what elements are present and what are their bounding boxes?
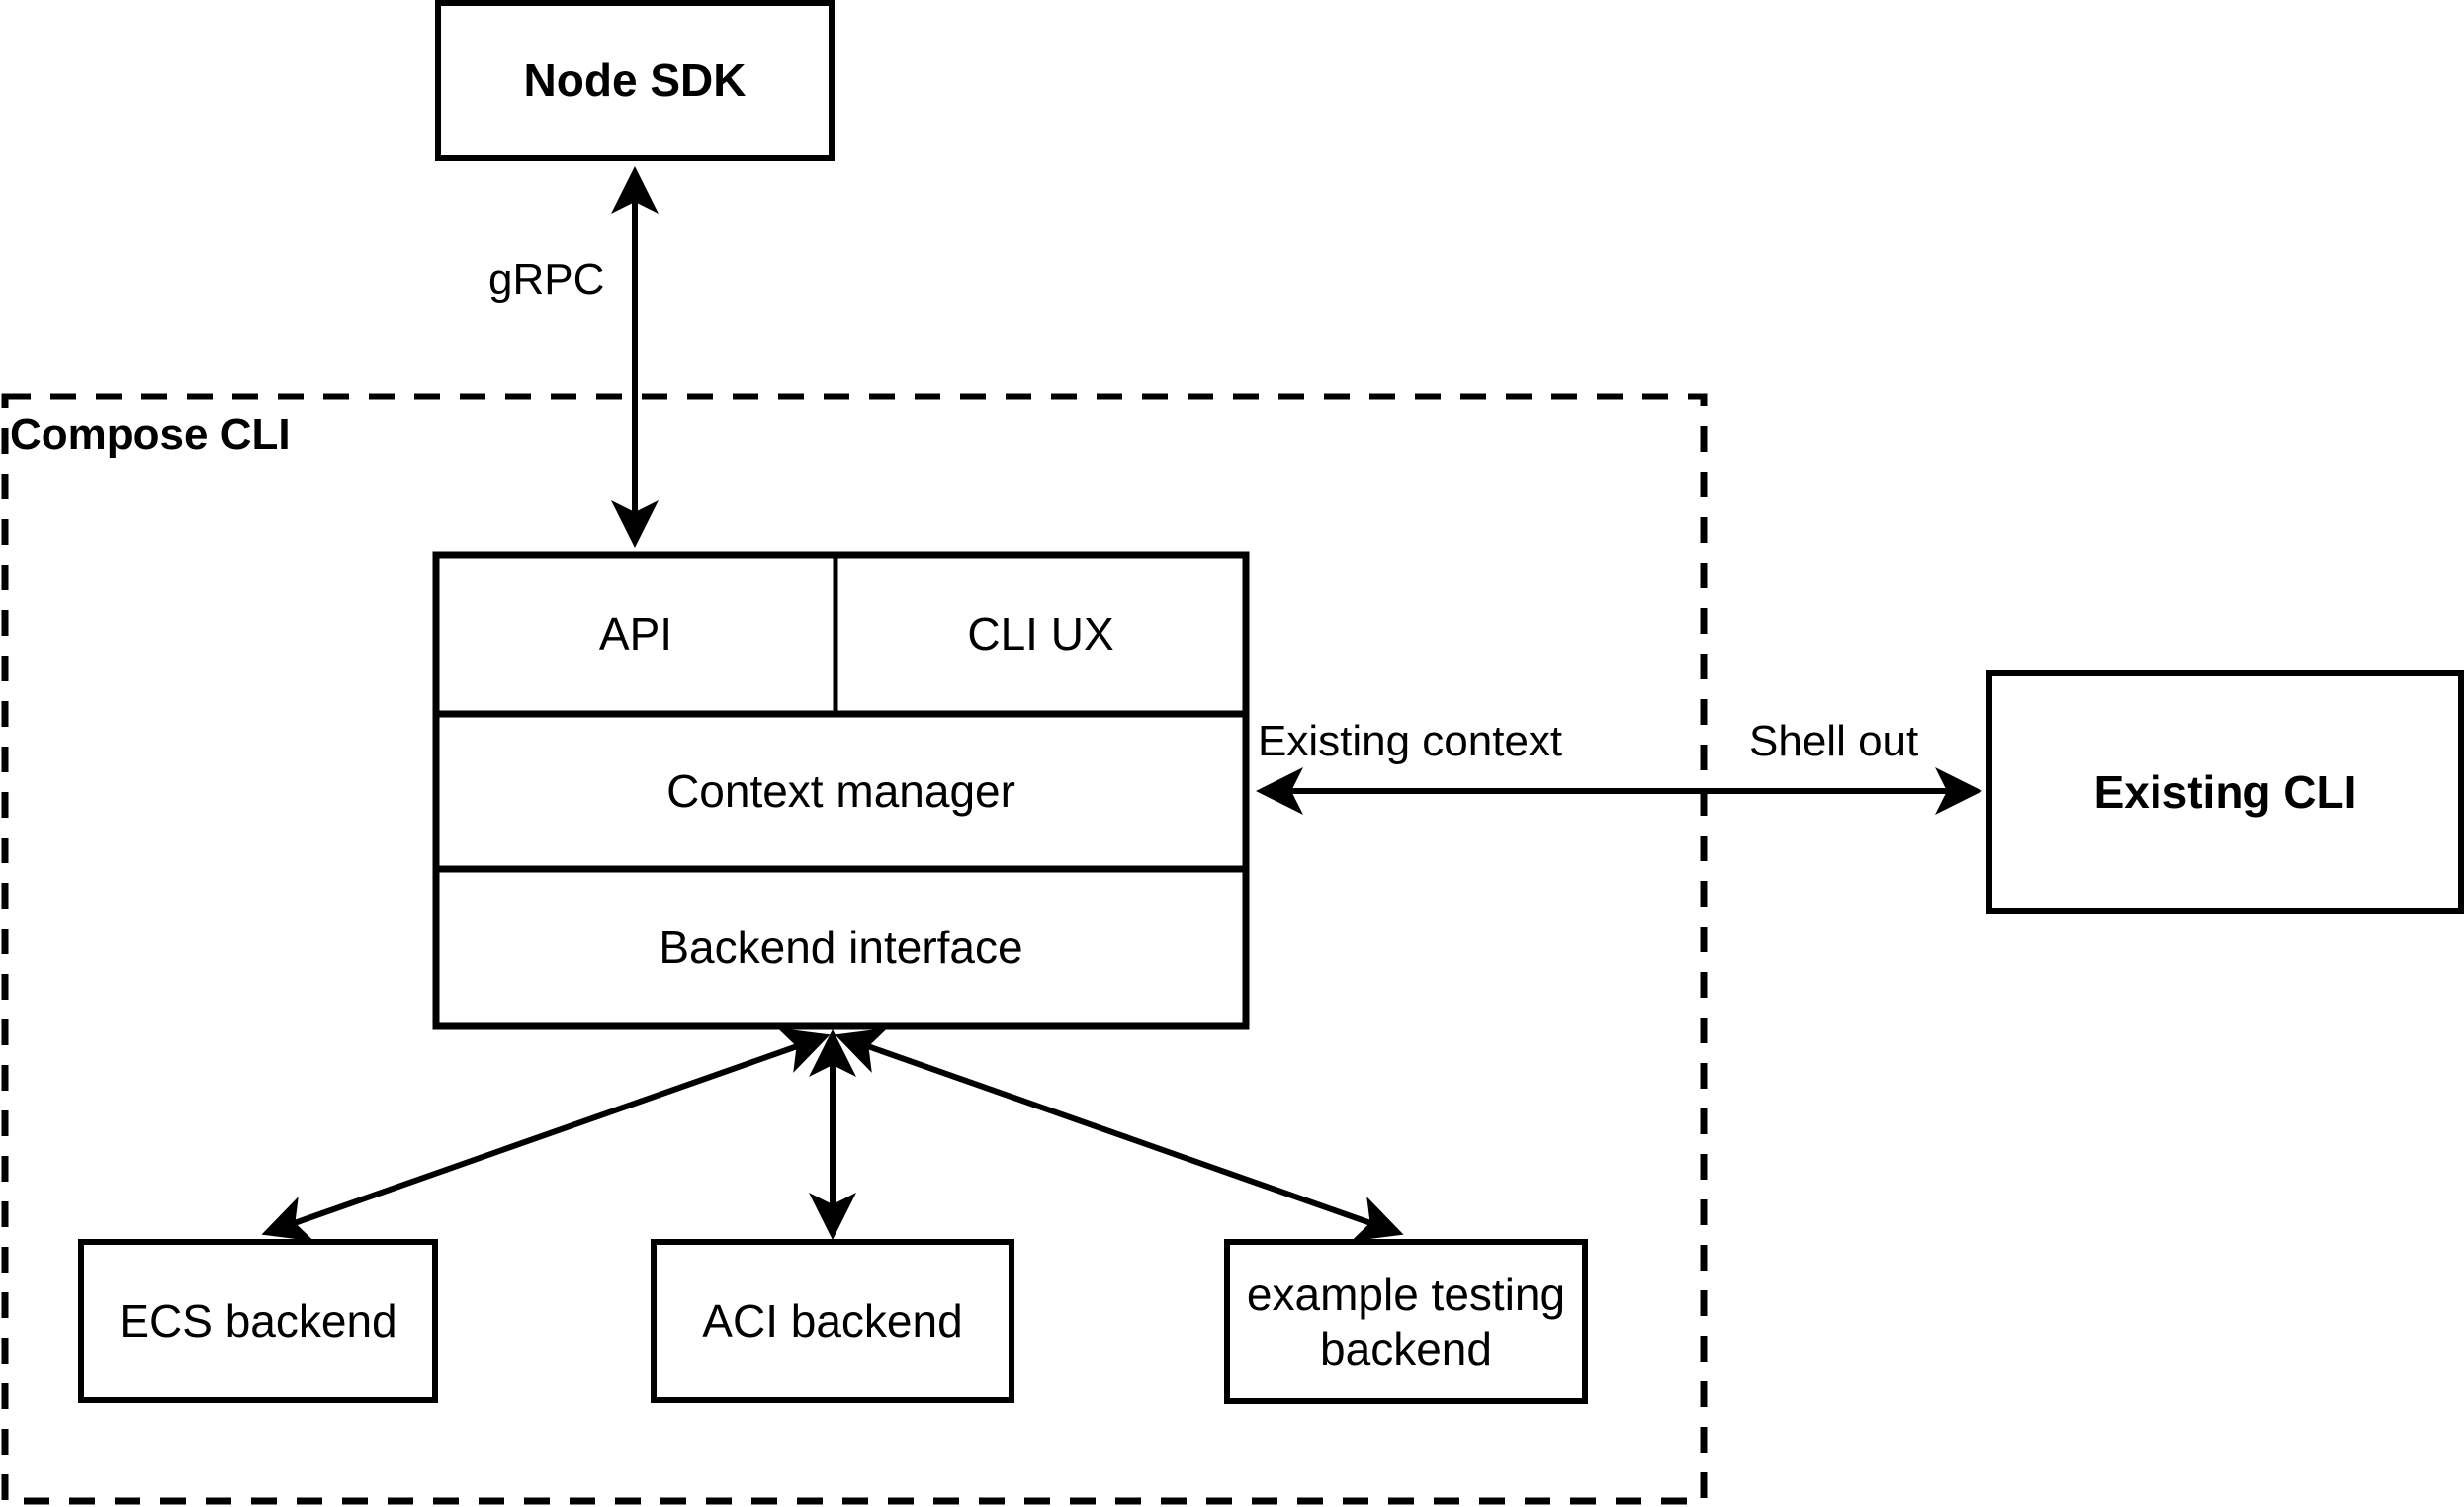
existing-cli-box[interactable]: [1986, 670, 2464, 914]
example-testing-backend-box[interactable]: [1224, 1239, 1588, 1404]
ecs-backend-box[interactable]: [78, 1239, 438, 1403]
backend-to-ecs-arrow: [261, 1027, 831, 1242]
backend-to-example-arrow: [835, 1027, 1404, 1242]
compose-cli-boundary: [1, 393, 1708, 1505]
core-stack-box: [432, 551, 1250, 1030]
aci-backend-box[interactable]: [651, 1239, 1014, 1403]
node-sdk-box[interactable]: [435, 0, 835, 161]
